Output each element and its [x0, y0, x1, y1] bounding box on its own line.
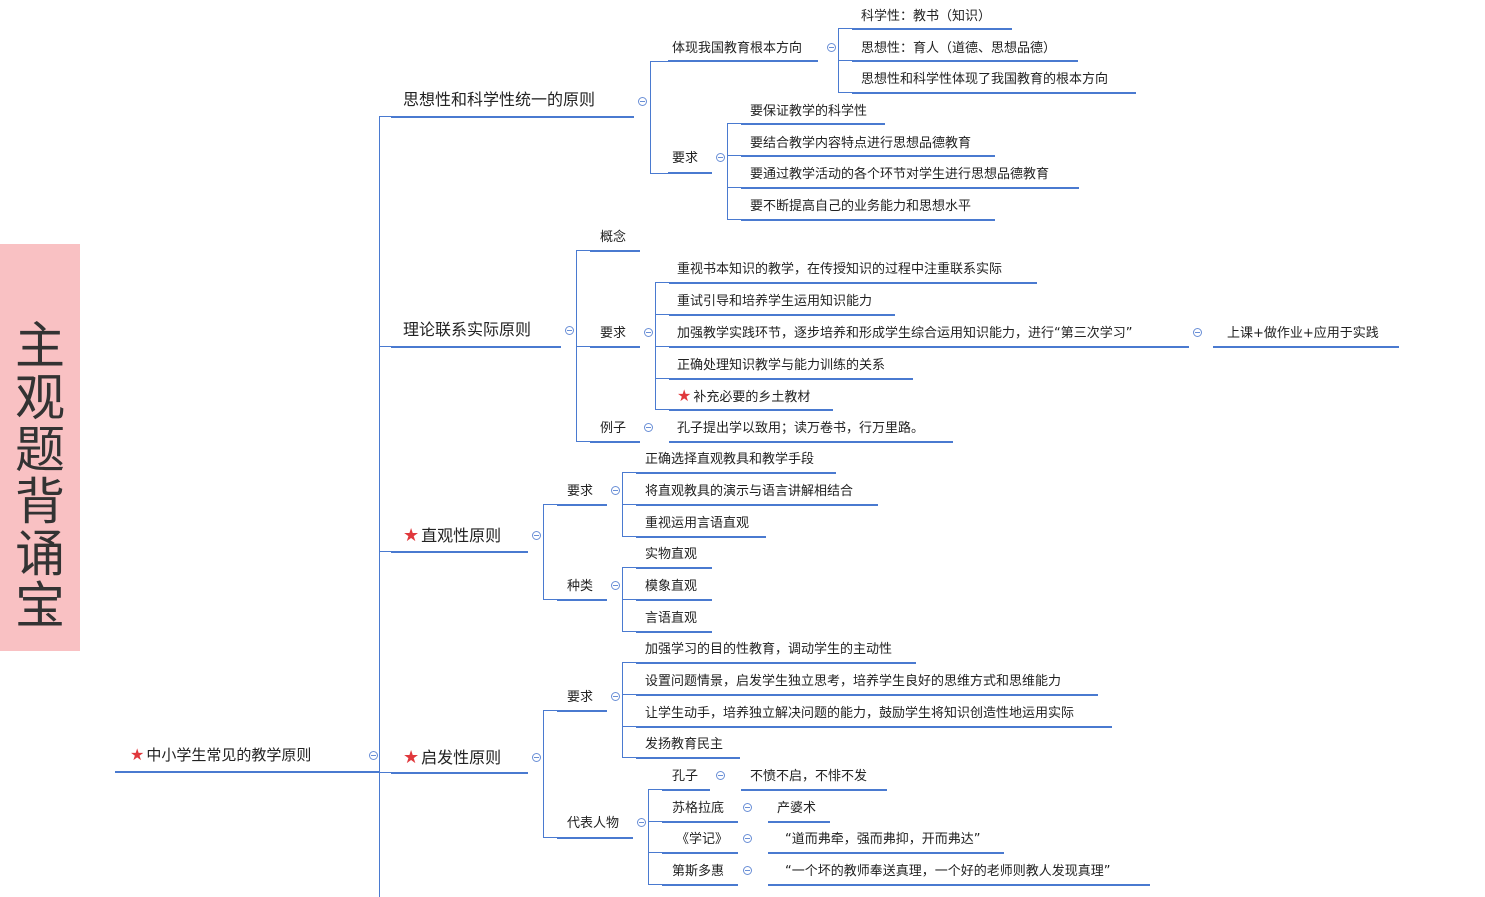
p2-example[interactable]: 例子 [600, 421, 627, 436]
p2-requirement-item[interactable]: 重视书本知识的教学，在传授知识的过程中注重联系实际 [677, 262, 1003, 277]
p2-requirements[interactable]: 要求 [600, 326, 627, 341]
side-banner: 主观题背诵宝 [0, 244, 80, 651]
p2-requirement-item[interactable]: 加强教学实践环节，逐步培养和形成学生综合运用知识能力，进行“第三次学习” [677, 326, 1133, 341]
representative-quote[interactable]: “一个坏的教师奉送真理，一个好的老师则教人发现真理” [785, 864, 1111, 879]
collapse-icon[interactable] [532, 753, 541, 762]
collapse-icon[interactable] [716, 153, 725, 162]
p1-direction-item[interactable]: 思想性和科学性体现了我国教育的根本方向 [861, 72, 1109, 87]
collapse-icon[interactable] [644, 328, 653, 337]
star-icon: ★ [403, 525, 420, 546]
collapse-icon[interactable] [638, 97, 647, 106]
p1-requirement-item[interactable]: 要不断提高自己的业务能力和思想水平 [750, 199, 972, 214]
representative-quote[interactable]: 产婆术 [777, 801, 817, 816]
collapse-icon[interactable] [611, 692, 620, 701]
p4-requirement-item[interactable]: 加强学习的目的性教育，调动学生的主动性 [645, 642, 893, 657]
p3-requirement-item[interactable]: 正确选择直观教具和教学手段 [645, 452, 815, 467]
representative-quote[interactable]: 不愤不启，不悱不发 [750, 769, 868, 784]
collapse-icon[interactable] [716, 771, 725, 780]
star-icon: ★ [677, 386, 692, 405]
star-icon: ★ [130, 745, 145, 764]
collapse-icon[interactable] [1193, 328, 1202, 337]
p3-requirements[interactable]: 要求 [567, 484, 594, 499]
p2-example-text[interactable]: 孔子提出学以致用；读万卷书，行万里路。 [677, 421, 925, 436]
collapse-icon[interactable] [532, 531, 541, 540]
p3-kind-item[interactable]: 实物直观 [645, 547, 698, 562]
p1-requirement-item[interactable]: 要结合教学内容特点进行思想品德教育 [750, 136, 972, 151]
collapse-icon[interactable] [743, 834, 752, 843]
collapse-icon[interactable] [565, 326, 574, 335]
representative-name[interactable]: 孔子 [672, 769, 699, 784]
collapse-icon[interactable] [369, 751, 378, 760]
p2-requirement-item[interactable]: 正确处理知识教学与能力训练的关系 [677, 358, 886, 373]
p3-kind-item[interactable]: 言语直观 [645, 611, 698, 626]
p3-requirement-item[interactable]: 重视运用言语直观 [645, 516, 750, 531]
p1-direction[interactable]: 体现我国教育根本方向 [672, 41, 803, 56]
p2-concept[interactable]: 概念 [600, 230, 627, 245]
root-node[interactable]: ★中小学生常见的教学原则 [130, 745, 312, 764]
principle-1[interactable]: 思想性和科学性统一的原则 [403, 90, 596, 109]
collapse-icon[interactable] [611, 581, 620, 590]
collapse-icon[interactable] [637, 818, 646, 827]
collapse-icon[interactable] [743, 803, 752, 812]
collapse-icon[interactable] [644, 423, 653, 432]
p1-direction-item[interactable]: 思想性：育人（道德、思想品德） [861, 41, 1057, 56]
p4-requirement-item[interactable]: 设置问题情景，启发学生独立思考，培养学生良好的思维方式和思维能力 [645, 674, 1062, 689]
p3-requirement-item[interactable]: 将直观教具的演示与语言讲解相结合 [645, 484, 854, 499]
p4-requirement-item[interactable]: 发扬教育民主 [645, 737, 724, 752]
p2-requirement-item-starred[interactable]: ★补充必要的乡土教材 [677, 386, 811, 406]
collapse-icon[interactable] [743, 866, 752, 875]
p1-requirement-item[interactable]: 要保证教学的科学性 [750, 104, 868, 119]
p1-direction-item[interactable]: 科学性：教书（知识） [861, 9, 992, 24]
star-icon: ★ [403, 747, 420, 768]
p4-representatives[interactable]: 代表人物 [567, 816, 620, 831]
principle-3[interactable]: ★直观性原则 [403, 525, 502, 546]
banner-title: 主观题背诵宝 [15, 317, 65, 635]
p3-kinds[interactable]: 种类 [567, 579, 594, 594]
p1-requirement-item[interactable]: 要通过教学活动的各个环节对学生进行思想品德教育 [750, 167, 1050, 182]
p1-requirements[interactable]: 要求 [672, 151, 699, 166]
p3-kind-item[interactable]: 模象直观 [645, 579, 698, 594]
collapse-icon[interactable] [827, 43, 836, 52]
p4-requirements[interactable]: 要求 [567, 690, 594, 705]
representative-name[interactable]: 第斯多惠 [672, 864, 725, 879]
collapse-icon[interactable] [611, 486, 620, 495]
p2-requirement-item[interactable]: 重试引导和培养学生运用知识能力 [677, 294, 873, 309]
representative-name[interactable]: 《学记》 [676, 832, 729, 847]
p4-requirement-item[interactable]: 让学生动手，培养独立解决问题的能力，鼓励学生将知识创造性地运用实际 [645, 706, 1075, 721]
third-learning-detail[interactable]: 上课+做作业+应用于实践 [1227, 326, 1379, 341]
representative-quote[interactable]: “道而弗牵，强而弗抑，开而弗达” [785, 832, 981, 847]
principle-2[interactable]: 理论联系实际原则 [403, 320, 532, 339]
principle-4[interactable]: ★启发性原则 [403, 747, 502, 768]
representative-name[interactable]: 苏格拉底 [672, 801, 725, 816]
